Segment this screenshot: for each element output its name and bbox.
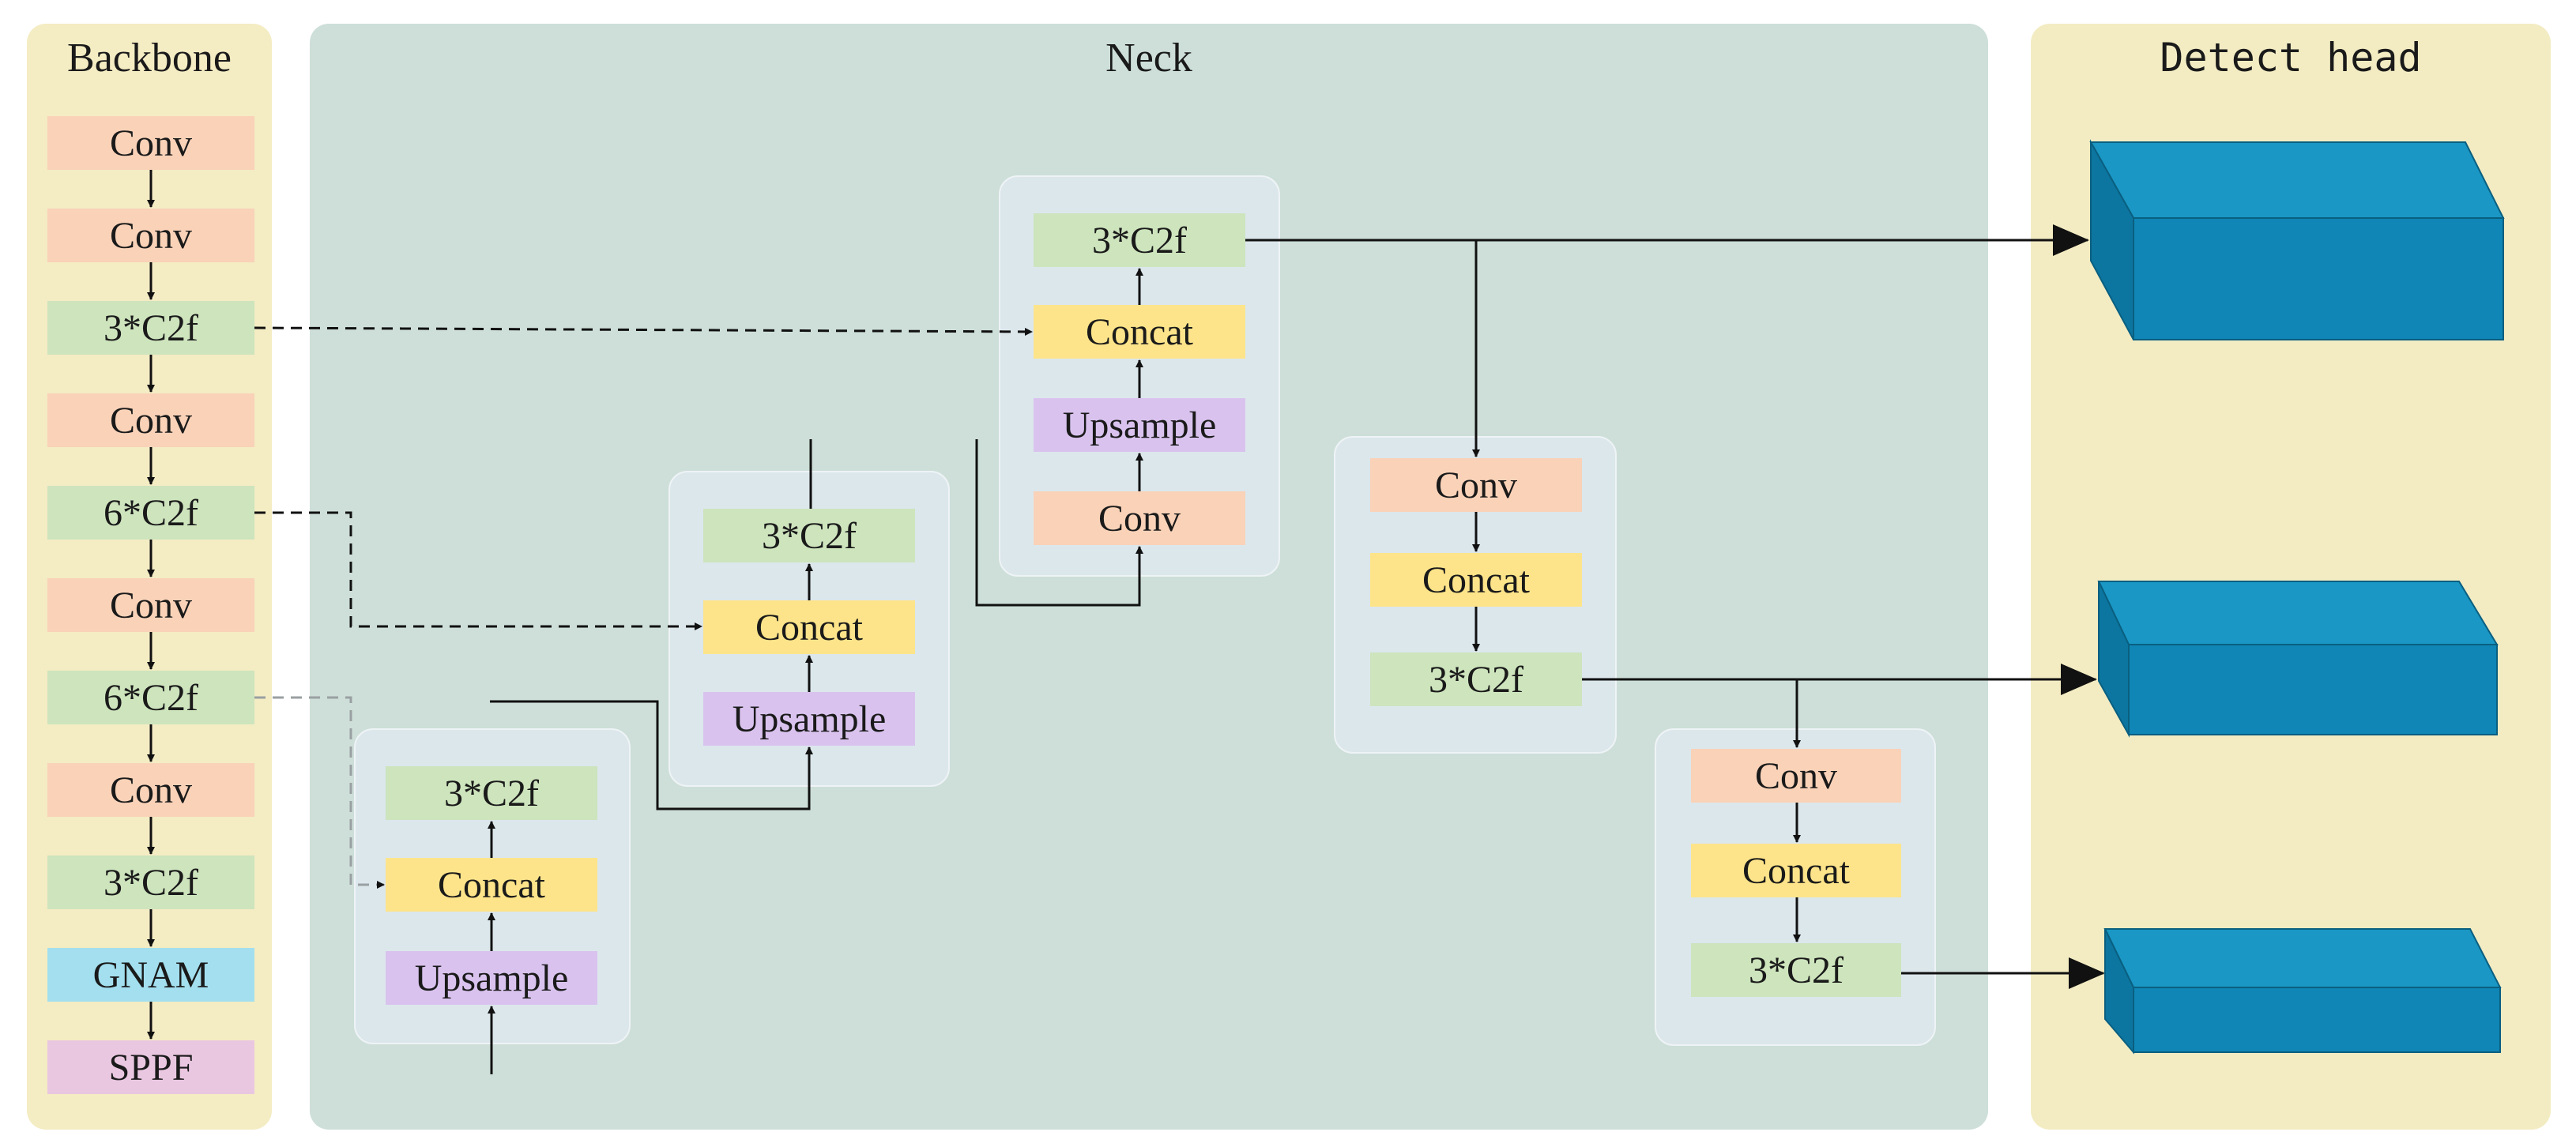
neck-g1-c2f: 3*C2f — [386, 766, 597, 820]
neck-title: Neck — [1105, 36, 1192, 81]
neck-g2-upsample: Upsample — [703, 692, 915, 746]
backbone-c2f-6b: 6*C2f — [47, 671, 254, 724]
skip-c2f3-to-g3-concat — [254, 326, 1033, 336]
neck-g5-conv: Conv — [1691, 749, 1901, 803]
neck-g3-upsample: Upsample — [1034, 398, 1245, 452]
skip-c2f6b-to-g1-concat — [254, 696, 385, 889]
neck-g1-concat: Concat — [386, 858, 597, 912]
skip-c2f6a-to-g2-concat — [254, 511, 702, 630]
backbone-conv-2: Conv — [47, 209, 254, 262]
backbone-conv-3: Conv — [47, 393, 254, 447]
detect-head-title: Detect head — [2160, 35, 2422, 81]
neck-g4-conv: Conv — [1370, 458, 1582, 512]
backbone-title: Backbone — [67, 36, 232, 81]
neck-g3-c2f: 3*C2f — [1034, 213, 1245, 267]
backbone-c2f-3: 3*C2f — [47, 301, 254, 355]
neck-g2-c2f: 3*C2f — [703, 509, 915, 562]
neck-g5-c2f: 3*C2f — [1691, 943, 1901, 997]
neck-g4-c2f: 3*C2f — [1370, 652, 1582, 706]
backbone-sppf: SPPF — [47, 1040, 254, 1094]
backbone-c2f-6a: 6*C2f — [47, 486, 254, 540]
neck-g1-upsample: Upsample — [386, 951, 597, 1005]
backbone-c2f-3b: 3*C2f — [47, 856, 254, 909]
neck-g5-concat: Concat — [1691, 844, 1901, 897]
backbone-gnam: GNAM — [47, 948, 254, 1002]
detect-box-2 — [2097, 581, 2499, 738]
neck-g4-concat: Concat — [1370, 553, 1582, 607]
backbone-conv-4: Conv — [47, 578, 254, 632]
neck-g3-concat: Concat — [1034, 305, 1245, 359]
neck-g3-conv: Conv — [1034, 491, 1245, 545]
neck-g2-concat: Concat — [703, 600, 915, 654]
detect-box-3 — [2103, 928, 2502, 1055]
backbone-conv-5: Conv — [47, 763, 254, 817]
detect-box-1 — [2089, 139, 2505, 340]
backbone-conv-1: Conv — [47, 116, 254, 170]
